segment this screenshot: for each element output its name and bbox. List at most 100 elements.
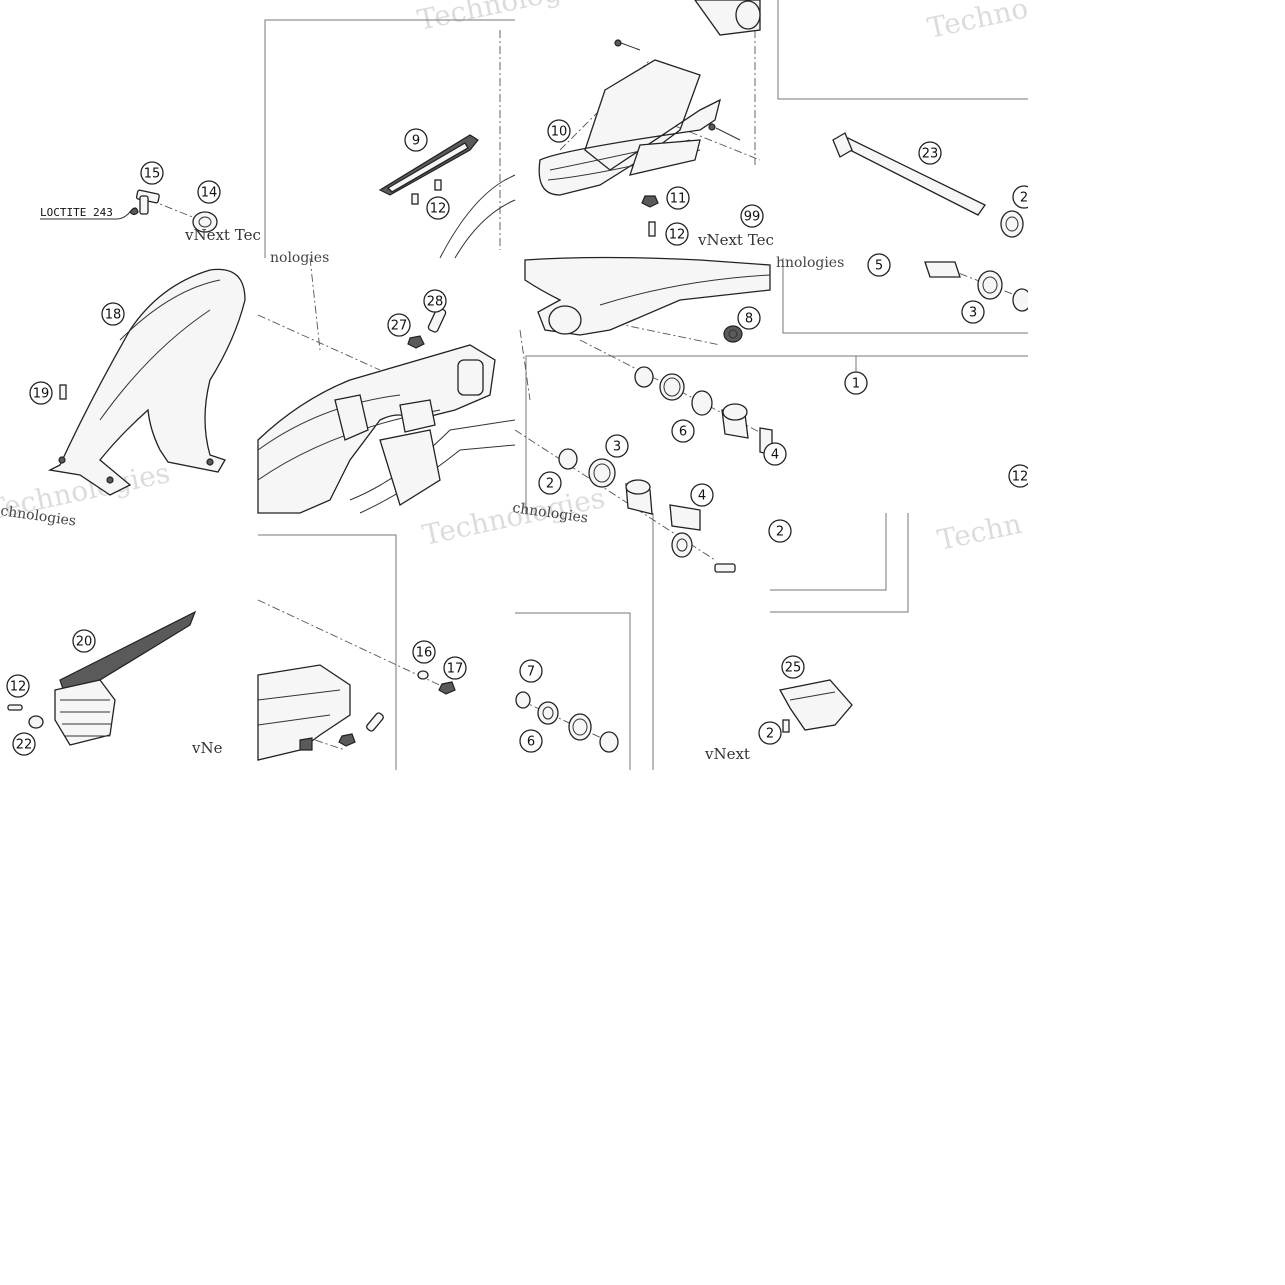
callout-12: 12 [6, 674, 30, 698]
callout-number: 5 [875, 259, 883, 274]
callout-circle [768, 519, 792, 543]
callout-circle [763, 442, 787, 466]
callout-number: 14 [201, 186, 218, 201]
callout-number: 3 [969, 306, 977, 321]
callout-17: 17 [443, 656, 467, 680]
callout-circle [6, 674, 30, 698]
callout-28: 28 [423, 289, 447, 313]
ring-7 [515, 691, 531, 709]
chain-guide-20 [54, 610, 197, 746]
loctite-label: LOCTITE 243 [40, 206, 113, 219]
callout-circle [758, 721, 782, 745]
callout-circle [547, 119, 571, 143]
callout-19: 19 [29, 381, 53, 405]
callout-circle [961, 300, 985, 324]
callout-number: 2 [776, 525, 784, 540]
watermark-hnologies: hnologies [776, 255, 844, 271]
watermark-nologies: nologies [270, 250, 329, 266]
callout-circle [140, 161, 164, 185]
callout-number: 15 [144, 167, 161, 182]
rear-fender-18 [47, 268, 246, 496]
callout-circle [387, 313, 411, 337]
callout-3: 3 [961, 300, 985, 324]
callout-circle [918, 141, 942, 165]
callout-number: 18 [105, 308, 122, 323]
callout-12: 12 [1008, 464, 1032, 488]
callout-22: 22 [12, 732, 36, 756]
callout-number: 12 [669, 228, 686, 243]
callout-6: 6 [519, 729, 543, 753]
callout-11: 11 [666, 186, 690, 210]
callout-number: 17 [447, 662, 464, 677]
callout-number: 23 [922, 147, 939, 162]
callout-number: 8 [745, 312, 753, 327]
callout-6: 6 [671, 419, 695, 443]
callout-number: 20 [76, 635, 93, 650]
washer-22 [28, 715, 44, 729]
nut-27 [407, 335, 425, 349]
callout-circle [538, 471, 562, 495]
callout-circle [443, 656, 467, 680]
callout-20: 20 [72, 629, 96, 653]
callout-number: 12 [430, 202, 447, 217]
callout-number: 99 [744, 210, 761, 225]
watermark-techn: Techn [935, 507, 1025, 557]
callout-18: 18 [101, 302, 125, 326]
bearing-group [558, 366, 773, 573]
callout-1: 1 [844, 371, 868, 395]
callout-number: 9 [412, 134, 420, 149]
callout-25: 25 [781, 655, 805, 679]
callout-3: 3 [605, 434, 629, 458]
callout-15: 15 [140, 161, 164, 185]
callout-circle [605, 434, 629, 458]
callout-circle [867, 253, 891, 277]
callout-circle [101, 302, 125, 326]
callout-12: 12 [665, 222, 689, 246]
watermark-technologies: Technologies [415, 0, 603, 37]
washer-14 [192, 211, 218, 233]
callout-number: 11 [670, 192, 687, 207]
screw-12 [7, 704, 23, 711]
callout-2: 2 [758, 721, 782, 745]
callout-2: 2 [538, 471, 562, 495]
callout-14: 14 [197, 180, 221, 204]
watermark-vne: vNe [191, 739, 223, 757]
swingarm [257, 344, 516, 514]
callout-circle [412, 640, 436, 664]
callout-number: 25 [785, 661, 802, 676]
callout-circle [29, 381, 53, 405]
callout-circle [781, 655, 805, 679]
axle-23 [832, 132, 986, 216]
callout-number: 28 [427, 295, 444, 310]
chain-guard-10 [538, 59, 721, 196]
callout-circle [737, 306, 761, 330]
callout-2: 2 [768, 519, 792, 543]
callout-number: 12 [1012, 470, 1029, 485]
washer-16 [417, 670, 429, 680]
callout-number: 10 [551, 125, 568, 140]
frame-lines [258, 0, 1028, 770]
bolt-15 [129, 189, 160, 216]
callout-4: 4 [690, 483, 714, 507]
callout-5: 5 [867, 253, 891, 277]
callout-number: 12 [10, 680, 27, 695]
nut-11 [641, 195, 659, 208]
callout-number: 27 [391, 319, 408, 334]
callout-circle [666, 186, 690, 210]
callout-number: 4 [771, 448, 779, 463]
loctite-note: LOCTITE 243 [40, 206, 131, 220]
callout-number: 1 [852, 377, 860, 392]
watermark-vnext-tec: vNext Tec [697, 231, 774, 249]
watermark-vnext: vNext [704, 745, 750, 763]
watermark-vnext-tec: vNext Tec [184, 226, 261, 244]
callout-10: 10 [547, 119, 571, 143]
screw-19 [59, 384, 67, 400]
callout-number: 4 [698, 489, 706, 504]
callout-circle [690, 483, 714, 507]
callout-number: 7 [527, 665, 535, 680]
callout-circle [844, 371, 868, 395]
callout-circle [197, 180, 221, 204]
callout-number: 6 [527, 735, 535, 750]
